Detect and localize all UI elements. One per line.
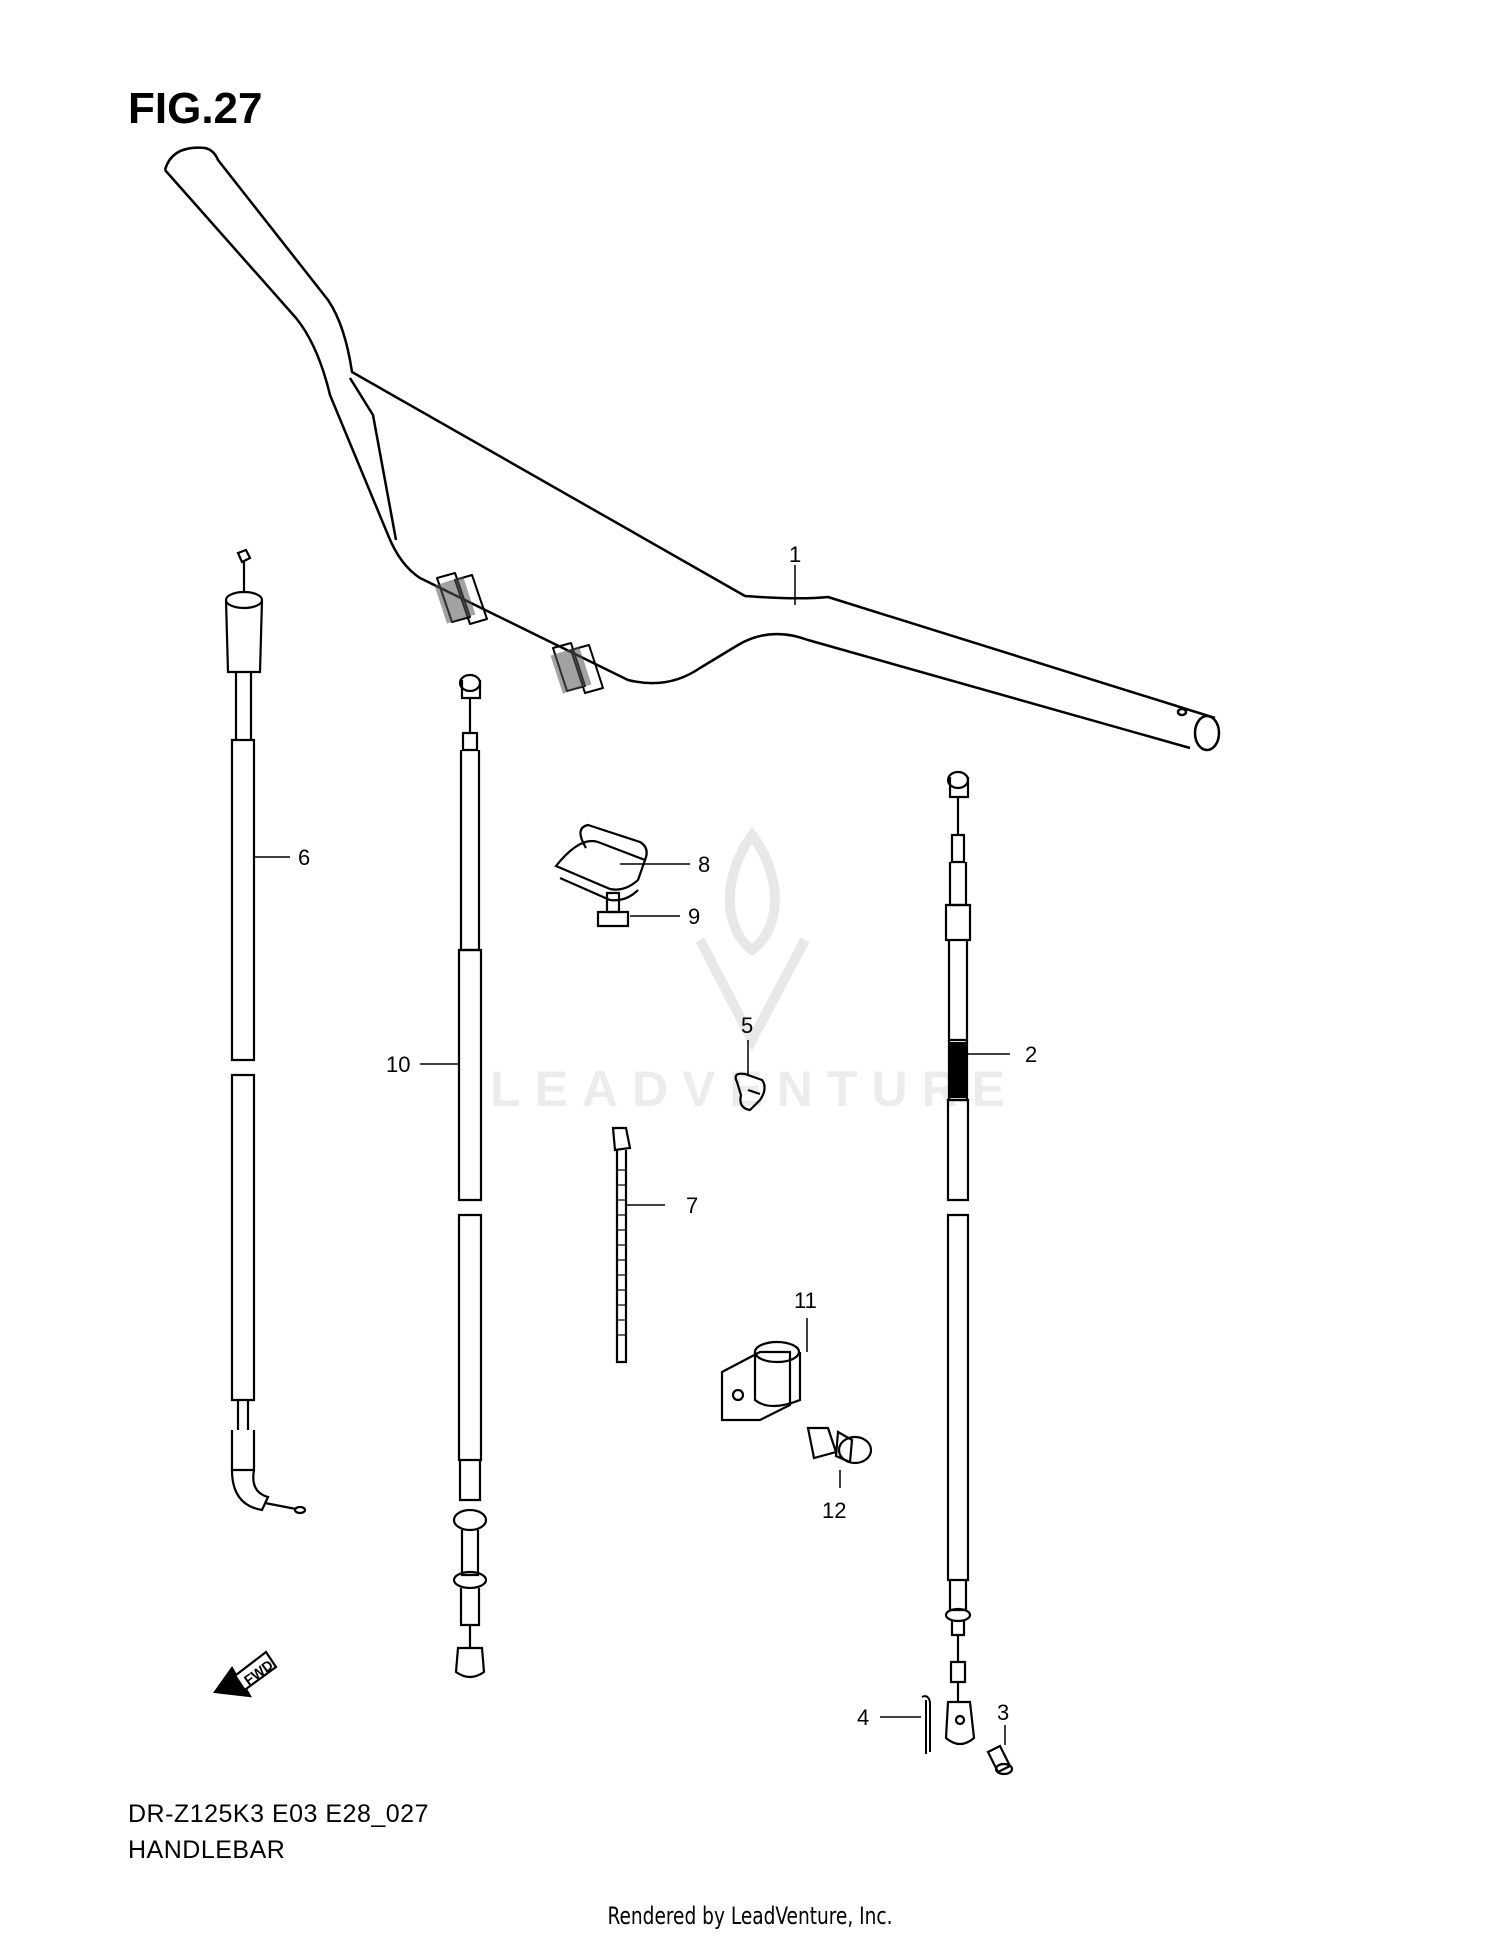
handlebar-part-1 [163,146,1221,752]
fwd-arrow-icon: FWD [213,1650,278,1698]
callout-6: 6 [298,845,310,870]
callout-9: 9 [688,904,700,929]
figure-title: FIG.27 [128,84,263,133]
callout-3: 3 [997,1700,1009,1725]
cable-2-dark-band [949,1042,967,1098]
model-code: DR-Z125K3 E03 E28_027 [128,1800,429,1828]
cotter-pin-part-4 [921,1695,931,1754]
callout-2: 2 [1025,1042,1037,1067]
cable-part-6 [224,548,307,1515]
clevis [944,1682,976,1746]
watermark-logo [695,826,810,1051]
footer-credit: Rendered by LeadVenture, Inc. [607,1902,893,1930]
callout-4: 4 [857,1705,869,1730]
callout-1: 1 [789,542,801,567]
section-title: HANDLEBAR [128,1836,286,1864]
callout-7: 7 [686,1193,698,1218]
cable-part-2 [944,770,972,1684]
knurl-shading [434,576,592,694]
callout-10: 10 [386,1052,410,1077]
leader-lines [254,565,1010,1745]
clamp-part-8 [554,823,648,902]
callout-12: 12 [822,1498,846,1523]
clip-part-5 [734,1072,766,1112]
tie-7-teeth [617,1169,626,1336]
callout-8: 8 [698,852,710,877]
cable-part-10 [452,673,488,1679]
clevis-pin-part-3 [986,1744,1014,1776]
bolt-part-12 [806,1426,873,1465]
callout-5: 5 [741,1013,753,1038]
tie-part-7 [611,1126,632,1364]
bolt-part-9 [596,891,630,928]
bracket-part-11 [720,1340,802,1422]
callout-11: 11 [794,1288,817,1313]
